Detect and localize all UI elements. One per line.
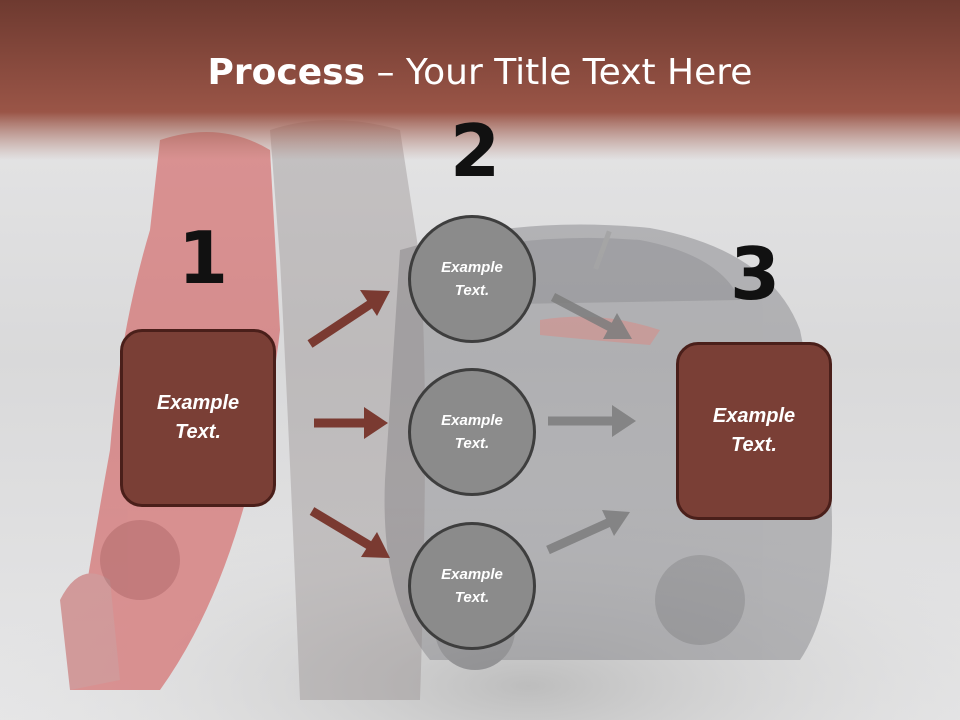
gray-arrow-down xyxy=(550,293,632,339)
step-2-label-bottom: Example Text. xyxy=(441,566,503,606)
title-bold: Process xyxy=(207,52,366,93)
step-3-label: Example Text. xyxy=(712,405,796,456)
step-number-2: 2 xyxy=(450,109,501,193)
red-arrow-down xyxy=(309,507,390,558)
step-2-circle-top: Example Text. xyxy=(408,215,536,343)
gray-arrow-up xyxy=(546,510,630,555)
red-arrow-up xyxy=(307,290,390,348)
step-2-circle-bottom: Example Text. xyxy=(408,522,536,650)
step-2-circle-middle: Example Text. xyxy=(408,368,536,496)
red-arrow-middle xyxy=(314,407,388,439)
step-number-1: 1 xyxy=(178,216,229,300)
step-2-label-top: Example Text. xyxy=(441,259,503,299)
step-1-box: Example Text. xyxy=(120,329,276,507)
gray-arrow-middle xyxy=(548,405,636,437)
step-1-label: Example Text. xyxy=(156,392,240,443)
title-rest: – Your Title Text Here xyxy=(365,52,753,93)
step-3-box: Example Text. xyxy=(676,342,832,520)
step-number-3: 3 xyxy=(730,232,781,316)
step-2-label-middle: Example Text. xyxy=(441,412,503,452)
page-title: Process – Your Title Text Here xyxy=(0,52,960,93)
